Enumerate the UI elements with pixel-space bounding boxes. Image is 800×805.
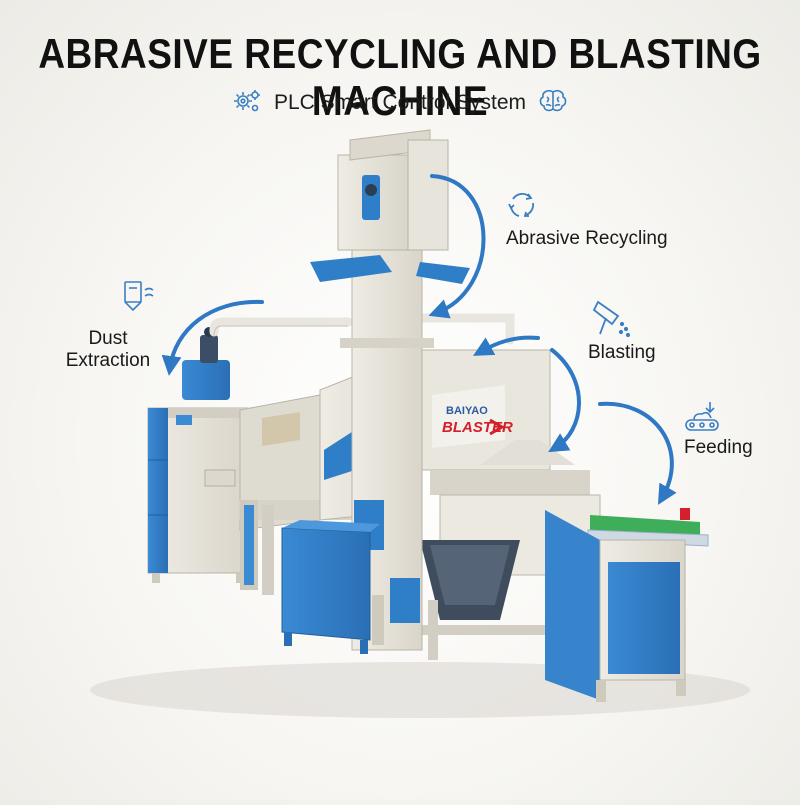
recycle-icon [508,193,535,217]
conveyor-icon [685,402,719,431]
label-blasting: Blasting [588,342,656,363]
blasting-arrow [548,348,581,453]
brain-icon [538,88,568,119]
dust-arrow [161,299,264,376]
label-dust-extraction: Dust Extraction [56,328,160,373]
blast-return-arrow [473,335,540,356]
subtitle-row: PLC Smart Control System [0,88,800,118]
flow-arrows [161,174,677,505]
feeding-arrow [598,401,677,505]
gears-icon [232,88,262,119]
recycling-arrow [428,174,486,319]
control-cabinet [281,520,380,654]
dust-collector-icon [124,281,154,312]
label-dust-extraction-line1: Dust [88,328,128,349]
label-feeding: Feeding [684,437,753,458]
page-title: ABRASIVE RECYCLING AND BLASTING MACHINE [38,30,762,124]
label-dust-extraction-line2: Extraction [65,350,151,372]
feeding-conveyor [545,508,709,702]
label-abrasive-recycling: Abrasive Recycling [506,228,668,249]
blast-gun-icon [592,300,631,338]
subtitle: PLC Smart Control System [273,91,527,114]
brand-line1: BAIYAO [446,405,488,417]
brand-plate: BAIYAO BLASTER [432,385,513,448]
dust-collector [147,327,249,583]
